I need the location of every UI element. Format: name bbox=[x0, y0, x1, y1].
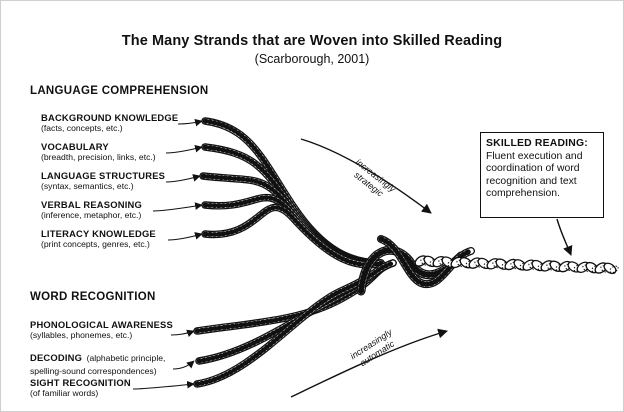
skilled-reading-heading: SKILLED READING: bbox=[486, 138, 588, 149]
word-recognition-heading: WORD RECOGNITION bbox=[30, 291, 156, 303]
wr-item-label: PHONOLOGICAL AWARENESS bbox=[30, 319, 173, 330]
wr-item-phonological-awareness: PHONOLOGICAL AWARENESS (syllables, phone… bbox=[30, 319, 173, 340]
label-pointer bbox=[172, 360, 195, 370]
braid-segment bbox=[603, 262, 617, 275]
wr-strand-3-twist bbox=[194, 260, 396, 387]
label-pointer bbox=[177, 118, 203, 127]
diagram-title: The Many Strands that are Woven into Ski… bbox=[121, 33, 503, 49]
lc-strand-1-twist bbox=[202, 118, 384, 266]
wr-item-detail-inline: (alphabetic principle, bbox=[86, 353, 166, 363]
lc-item-language-structures: LANGUAGE STRUCTURES (syntax, semantics, … bbox=[41, 170, 165, 191]
lc-item-verbal-reasoning: VERBAL REASONING (inference, metaphor, e… bbox=[41, 199, 142, 220]
wr-item-decoding: DECODING (alphabetic principle, spelling… bbox=[30, 348, 165, 376]
lc-item-detail: (inference, metaphor, etc.) bbox=[41, 210, 142, 220]
skilled-reading-line: recognition and text bbox=[486, 175, 577, 187]
lc-item-literacy-knowledge: LITERACY KNOWLEDGE (print concepts, genr… bbox=[41, 228, 156, 249]
automatic-arrow bbox=[290, 328, 448, 398]
lc-item-label: VERBAL REASONING bbox=[41, 199, 142, 210]
skilled-reading-line: Fluent execution and bbox=[486, 150, 583, 162]
lc-item-detail: (syntax, semantics, etc.) bbox=[41, 181, 134, 191]
lc-item-label: BACKGROUND KNOWLEDGE bbox=[41, 112, 179, 123]
wr-item-detail: spelling-sound correspondences) bbox=[30, 366, 157, 376]
box-pointer-arrow bbox=[556, 218, 573, 256]
wr-item-detail: (of familiar words) bbox=[30, 388, 99, 398]
wr-item-label: SIGHT RECOGNITION bbox=[30, 377, 131, 388]
label-pointer bbox=[132, 380, 195, 390]
lc-strand-1-fill bbox=[202, 118, 384, 266]
diagram-citation: (Scarborough, 2001) bbox=[254, 52, 370, 66]
label-pointer bbox=[152, 202, 203, 212]
label-pointer bbox=[167, 232, 203, 241]
lc-item-label: LITERACY KNOWLEDGE bbox=[41, 228, 156, 239]
wr-item-detail: (syllables, phonemes, etc.) bbox=[30, 330, 133, 340]
skilled-reading-box: SKILLED READING: Fluent execution and co… bbox=[480, 132, 604, 218]
braid-texture bbox=[609, 265, 619, 274]
lc-item-background-knowledge: BACKGROUND KNOWLEDGE (facts, concepts, e… bbox=[41, 112, 178, 133]
label-pointer bbox=[165, 144, 203, 154]
skilled-reading-line: comprehension. bbox=[486, 188, 560, 200]
strategic-arrow bbox=[300, 138, 432, 214]
lc-item-vocabulary: VOCABULARY (breadth, precision, links, e… bbox=[41, 141, 156, 162]
lc-item-label: LANGUAGE STRUCTURES bbox=[41, 170, 166, 181]
lc-item-label: VOCABULARY bbox=[41, 141, 109, 152]
wr-item-sight-recognition: SIGHT RECOGNITION (of familiar words) bbox=[30, 377, 131, 398]
lc-item-detail: (facts, concepts, etc.) bbox=[41, 123, 123, 133]
lc-item-detail: (breadth, precision, links, etc.) bbox=[41, 152, 156, 162]
label-pointer bbox=[165, 174, 201, 183]
lc-strand-5-twist bbox=[202, 205, 384, 268]
lc-strand-1 bbox=[201, 117, 385, 267]
wr-item-label: DECODING bbox=[30, 352, 83, 363]
skilled-reading-line: coordination of word bbox=[486, 163, 580, 175]
label-pointer bbox=[170, 329, 195, 337]
lc-item-detail: (print concepts, genres, etc.) bbox=[41, 239, 150, 249]
language-comprehension-heading: LANGUAGE COMPREHENSION bbox=[30, 85, 209, 97]
